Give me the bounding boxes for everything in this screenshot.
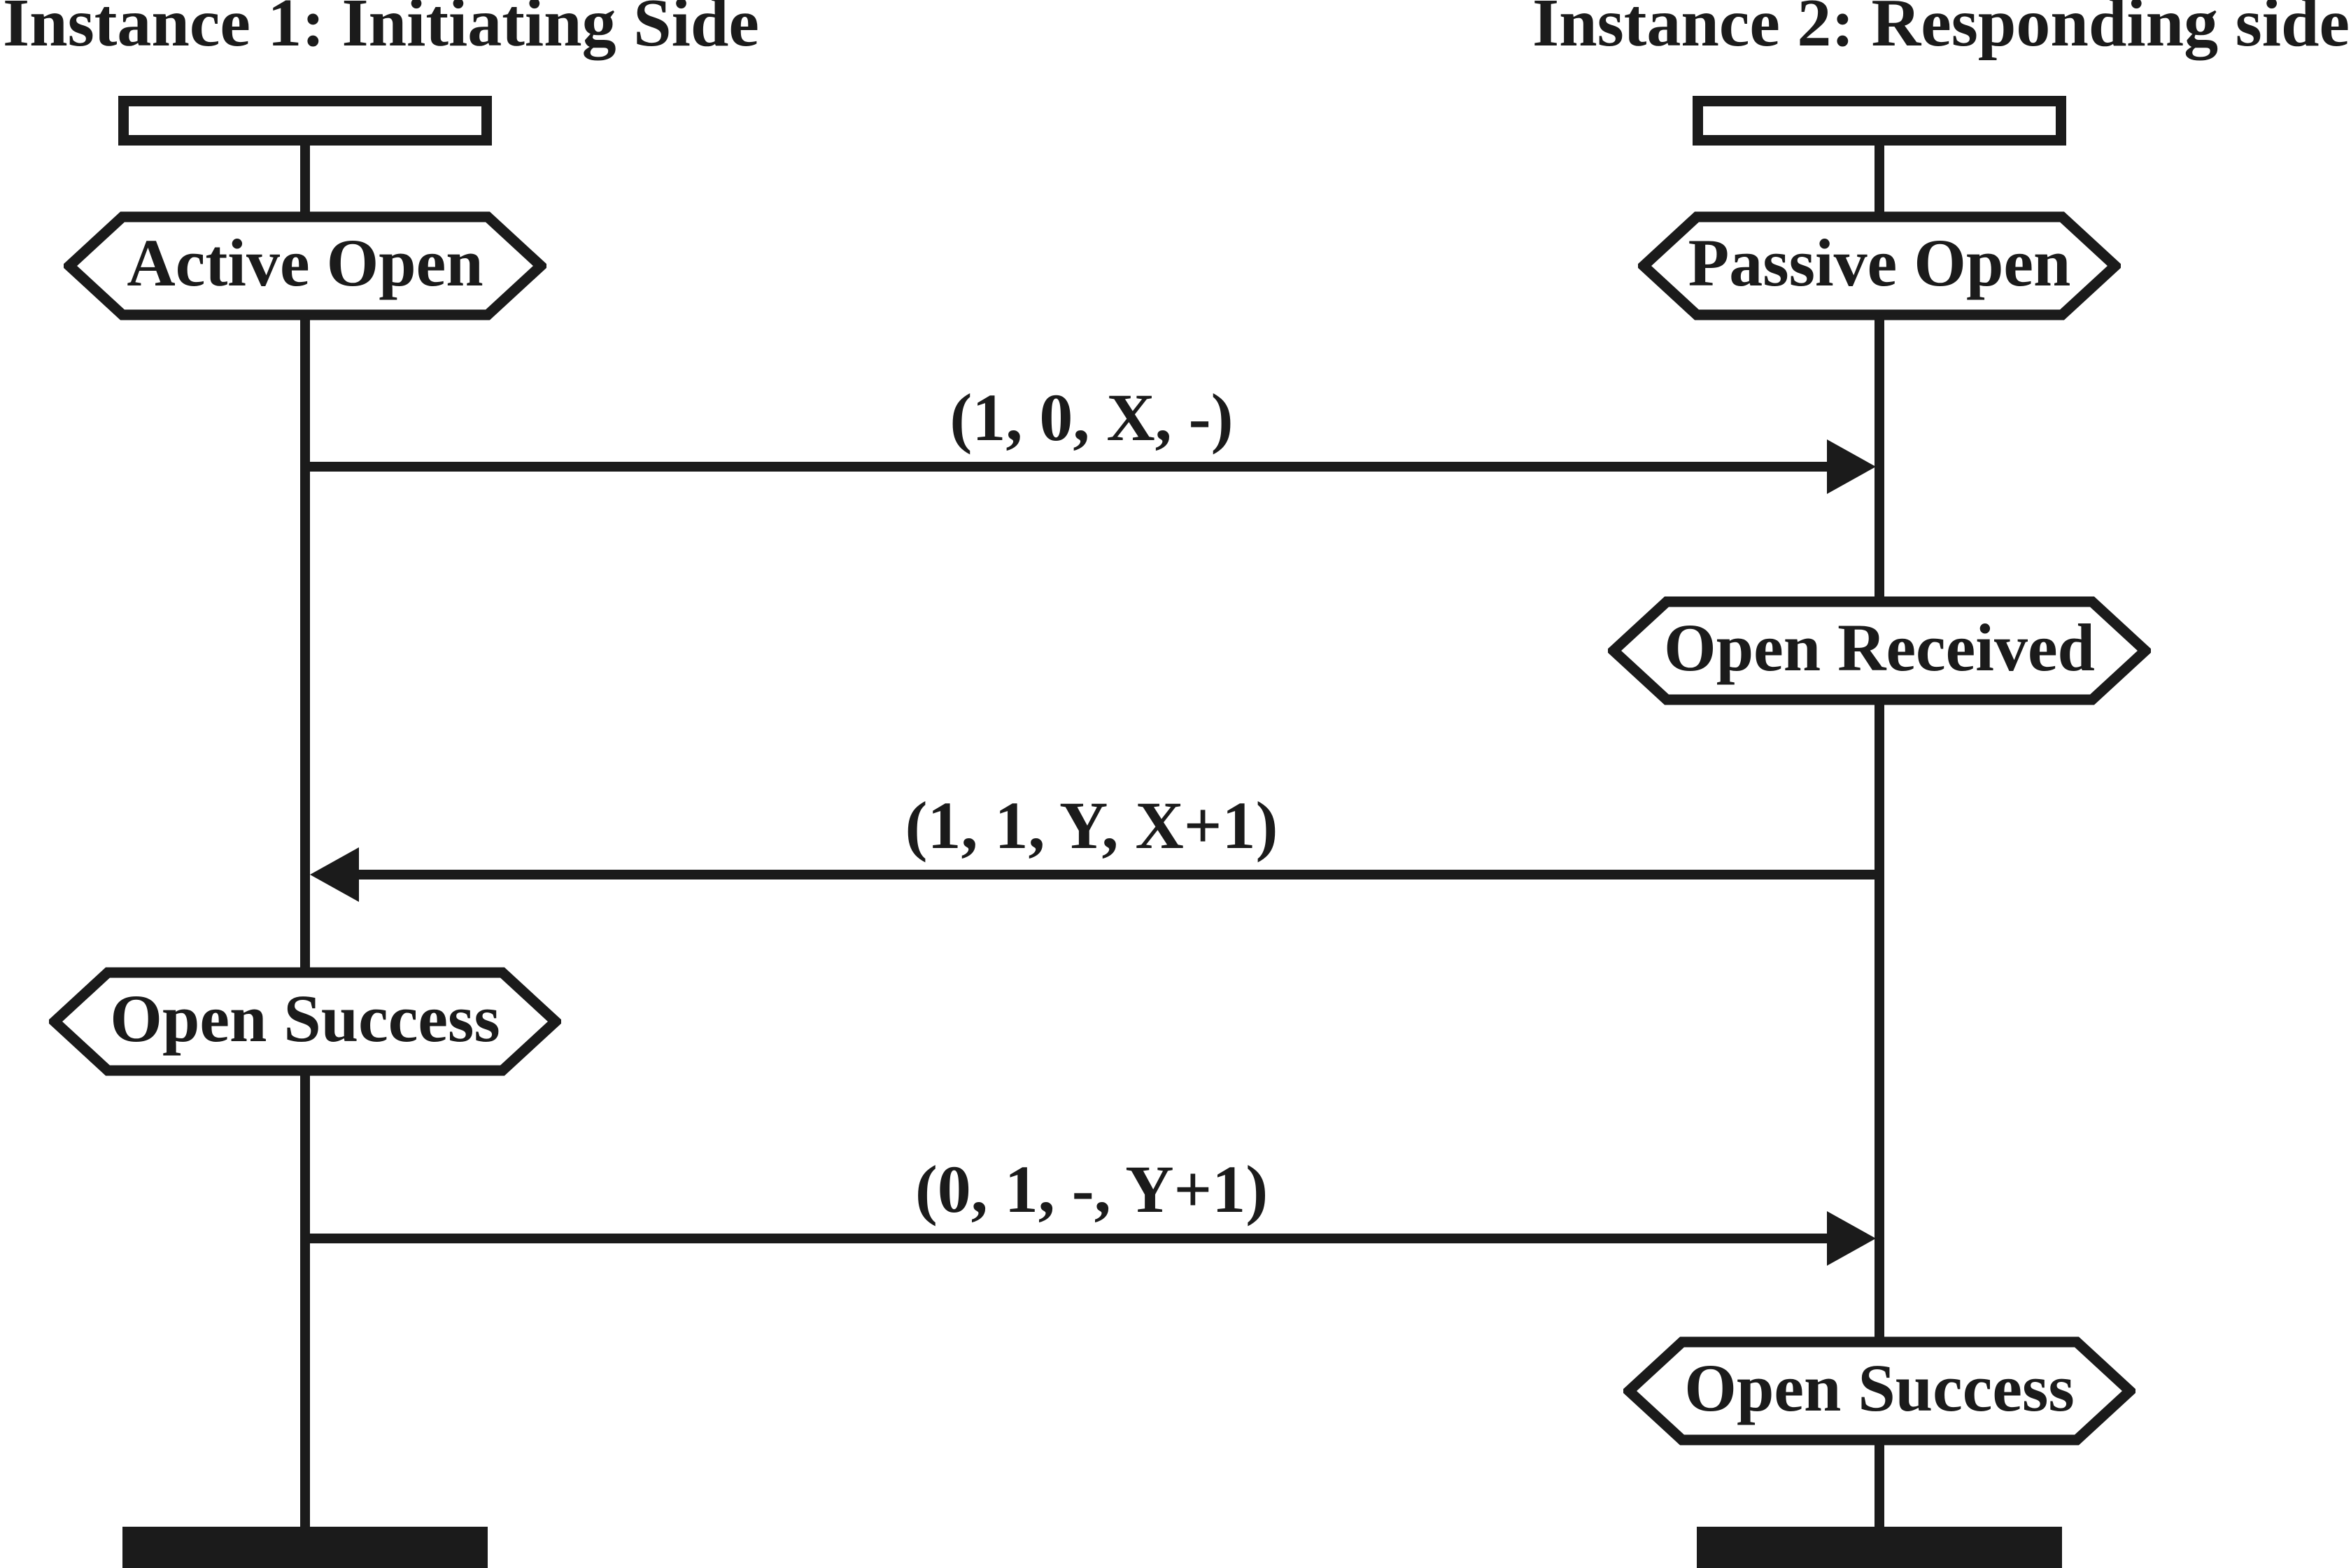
- hexagon-outline: [1608, 596, 2151, 705]
- state-label: Open Success: [110, 981, 500, 1056]
- instance1-head: [118, 96, 492, 146]
- instance1-title: Instance 1: Initiating Side: [3, 0, 759, 61]
- instance2-terminator: [1697, 1527, 2062, 1568]
- hexagon-outline: [1638, 211, 2121, 320]
- message-2-arrowhead: [310, 847, 359, 902]
- message-2-line: [359, 870, 1875, 880]
- instance2-title: Instance 2: Responding side: [1532, 0, 2350, 61]
- message-1-arrowhead: [1827, 439, 1876, 494]
- state-label: Open Received: [1664, 610, 2095, 685]
- instance1-lifeline: [300, 144, 310, 1527]
- state-hexagon-open-success-responder: Open Success: [1623, 1336, 2135, 1446]
- instance1-terminator: [122, 1527, 488, 1568]
- state-hexagon-open-success-initiator: Open Success: [49, 967, 561, 1076]
- state-hexagon-active-open: Active Open: [64, 211, 546, 320]
- message-2-label: (1, 1, Y, X+1): [905, 788, 1278, 863]
- message-1-line: [310, 462, 1827, 472]
- message-3-arrowhead: [1827, 1211, 1876, 1266]
- state-hexagon-passive-open: Passive Open: [1638, 211, 2121, 320]
- state-label: Passive Open: [1688, 225, 2071, 300]
- hexagon-outline: [64, 211, 546, 320]
- message-3-label: (0, 1, -, Y+1): [915, 1152, 1269, 1227]
- message-3-line: [310, 1234, 1827, 1243]
- message-1-label: (1, 0, X, -): [949, 380, 1234, 455]
- state-label: Open Success: [1684, 1350, 2075, 1425]
- instance2-head: [1693, 96, 2066, 146]
- hexagon-outline: [49, 967, 561, 1076]
- hexagon-outline: [1623, 1336, 2135, 1446]
- state-hexagon-open-received: Open Received: [1608, 596, 2151, 705]
- state-label: Active Open: [127, 225, 483, 300]
- instance2-lifeline: [1875, 144, 1884, 1527]
